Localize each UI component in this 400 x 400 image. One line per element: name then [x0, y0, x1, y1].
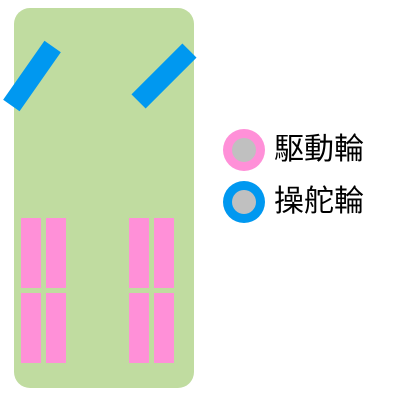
- drive-wheel-rear-left-inner-back: [46, 293, 66, 363]
- drive-wheel-rear-left-outer-front: [21, 218, 41, 288]
- drive-wheel-rear-left-inner-front: [46, 218, 66, 288]
- drive-wheel-rear-right-outer-back: [154, 293, 174, 363]
- steering-wheel-legend-icon: [223, 181, 265, 223]
- legend-label-steering-wheel: 操舵輪: [274, 184, 364, 219]
- drive-wheel-rear-right-inner-front: [129, 218, 149, 288]
- drive-wheel-rear-left-outer-back: [21, 293, 41, 363]
- legend-label-drive-wheel: 駆動輪: [274, 132, 364, 167]
- legend-item-drive-wheel: 駆動輪: [222, 128, 364, 172]
- steering-wheel-front-left: [3, 40, 61, 112]
- legend-item-steering-wheel: 操舵輪: [222, 180, 364, 224]
- drive-wheel-legend-icon: [223, 129, 265, 171]
- drive-wheel-rear-right-outer-front: [154, 218, 174, 288]
- steering-wheel-front-right: [131, 43, 197, 109]
- drive-wheel-rear-right-inner-back: [129, 293, 149, 363]
